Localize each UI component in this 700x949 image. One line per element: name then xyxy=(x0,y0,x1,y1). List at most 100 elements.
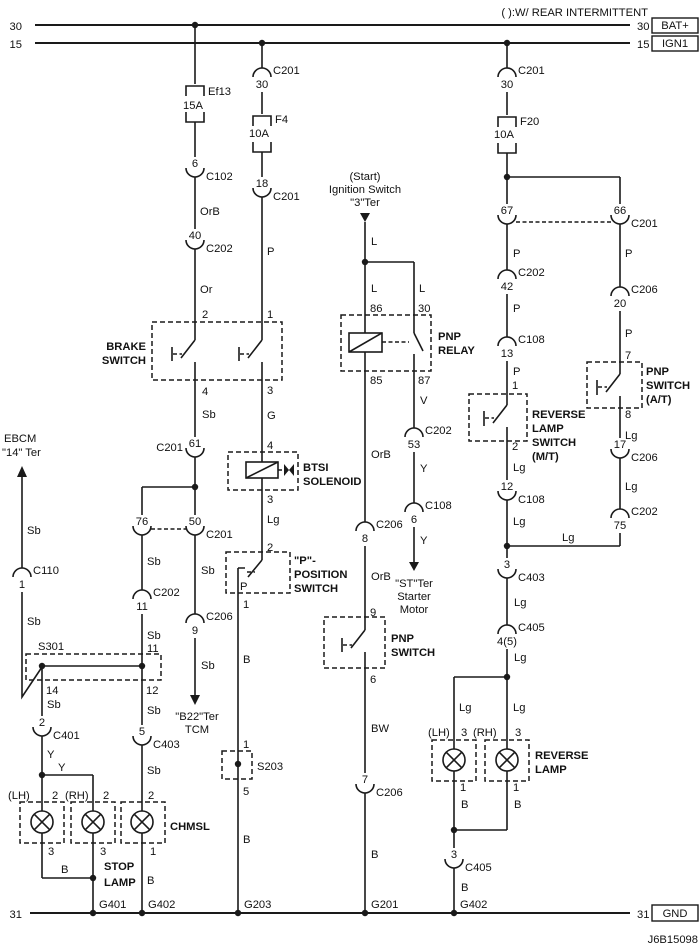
ignition-label-3: "3"Ter xyxy=(350,197,380,209)
pin-rev-lh-3: 3 xyxy=(461,727,467,739)
wire-Sb-8: Sb xyxy=(47,699,61,711)
connector--pin-76: 76 xyxy=(132,516,152,536)
arrow-icons xyxy=(17,213,419,705)
connector-name: C206 xyxy=(631,284,658,296)
connector-name: C401 xyxy=(53,730,80,742)
connector-pin-number: 40 xyxy=(189,230,201,242)
tag-bat: BAT+ xyxy=(661,20,688,32)
wire-Y-1: Y xyxy=(47,749,55,761)
p-position-label-1: "P"- xyxy=(294,555,316,567)
starter-label-1: "ST"Ter xyxy=(395,578,433,590)
pin-atsw-8: 8 xyxy=(625,409,631,421)
chmsl-box xyxy=(120,801,166,844)
pin-relay-30: 30 xyxy=(418,303,430,315)
chmsl-label: CHMSL xyxy=(170,821,210,833)
connector-name: C206 xyxy=(206,611,233,623)
connector-pin-number: 6 xyxy=(192,158,198,170)
connector-name: C202 xyxy=(631,506,658,518)
fuse-f4-name: F4 xyxy=(275,114,288,126)
fuse-f20-icon xyxy=(497,116,517,154)
p-contact-label: P xyxy=(240,581,247,593)
switch-contacts xyxy=(171,322,621,652)
stop-lh-tag: (LH) xyxy=(8,790,30,802)
btsi-label-1: BTSI xyxy=(303,462,328,474)
wire-Sb-2: Sb xyxy=(147,556,161,568)
connector-pin-number: 30 xyxy=(256,79,268,91)
wire-Sb-9: Sb xyxy=(147,705,161,717)
reverse-lamp-rh-box xyxy=(484,739,530,782)
brake-switch-label-1: BRAKE xyxy=(106,341,146,353)
wire-Sb-5: Sb xyxy=(201,660,215,672)
wire-P-4: P xyxy=(513,366,520,378)
splice-s203-label: S203 xyxy=(257,761,283,773)
pin-s203-1: 1 xyxy=(243,739,249,751)
rev-rh-tag: (RH) xyxy=(473,727,497,739)
fuse-ef13-rating: 15A xyxy=(183,100,203,112)
connector-name: C110 xyxy=(33,565,59,577)
pin-stop-rh-3: 3 xyxy=(100,846,106,858)
pin-s301-12: 12 xyxy=(146,685,158,697)
connector-name: C102 xyxy=(206,171,233,183)
diagram-id: J6B15098 xyxy=(648,934,698,946)
pin-brake-4: 4 xyxy=(202,386,208,398)
connector-pin-number: 1 xyxy=(19,579,25,591)
ebcm-arrow-icon xyxy=(17,466,27,477)
connector-name: C202 xyxy=(518,267,545,279)
pin-brake-1: 1 xyxy=(267,309,273,321)
bus-lines xyxy=(30,23,630,915)
ground-g401: G401 xyxy=(99,899,126,911)
splice-s301-box xyxy=(25,653,162,681)
pin-relay-86: 86 xyxy=(370,303,382,315)
wire-Sb-4: Sb xyxy=(147,630,161,642)
ignition-arrow-icon xyxy=(360,213,370,222)
pin-relay-85: 85 xyxy=(370,375,382,387)
connector-pin-number: 76 xyxy=(136,516,148,528)
wire-Sb-1: Sb xyxy=(202,409,216,421)
wire-P-3: P xyxy=(513,303,520,315)
stop-lamp-rh-box xyxy=(70,801,116,844)
mt-switch-label-4: (M/T) xyxy=(532,451,559,463)
connector-name: C403 xyxy=(518,572,545,584)
connector-name: C108 xyxy=(425,500,452,512)
pnp-switch-label-2: SWITCH xyxy=(391,647,435,659)
ground-g201: G201 xyxy=(371,899,398,911)
pin-mtsw-1: 1 xyxy=(512,380,518,392)
pin-stop-rh-2: 2 xyxy=(103,790,109,802)
connector-name: C108 xyxy=(518,334,545,346)
ignition-label-2: Ignition Switch xyxy=(329,184,401,196)
wire-B-6: B xyxy=(461,799,468,811)
splice-s203-box xyxy=(221,750,253,780)
dashed-links xyxy=(151,221,611,646)
wire-OrB-1: OrB xyxy=(200,206,220,218)
pnp-switch-at-box xyxy=(586,361,643,409)
connector-name: C201 xyxy=(631,218,658,230)
wire-Lg-4: Lg xyxy=(562,532,574,544)
brake-switch-label-2: SWITCH xyxy=(102,355,146,367)
stop-lamp-lh-box xyxy=(19,801,65,844)
wire-B-2: B xyxy=(147,875,154,887)
fuse-f4-icon xyxy=(252,115,272,153)
wire-B-3: B xyxy=(243,654,250,666)
ground-g402-1: G402 xyxy=(148,899,175,911)
connector-pin-number: 3 xyxy=(504,559,510,571)
connector-pin-number: 4(5) xyxy=(497,636,517,648)
connector-pin-number: 13 xyxy=(501,348,513,360)
pnp-switch-label-1: PNP xyxy=(391,633,415,645)
tcm-label-1: "B22"Ter xyxy=(175,711,219,723)
component-boxes xyxy=(19,314,643,844)
at-switch-label-2: SWITCH xyxy=(646,380,690,392)
wire-Lg-1: Lg xyxy=(267,514,279,526)
wire-Sb-10: Sb xyxy=(147,765,161,777)
wire-L-3: L xyxy=(419,283,425,295)
